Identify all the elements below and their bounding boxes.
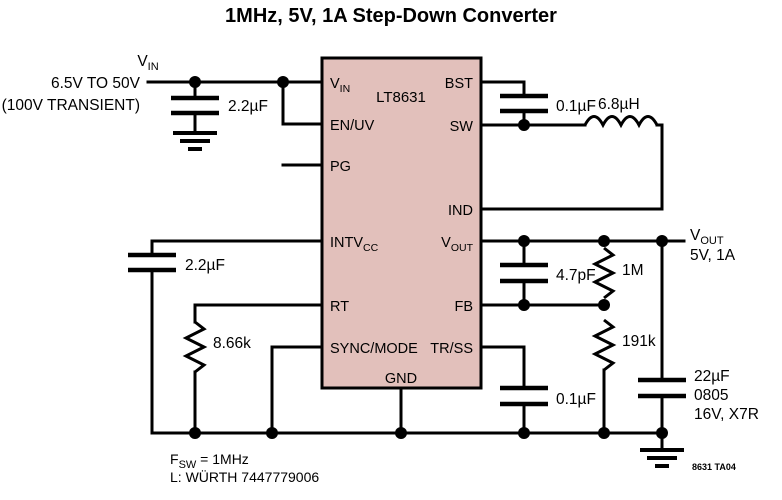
junction-dot (518, 427, 530, 439)
ic-body-lt8631 (320, 56, 483, 390)
capacitor-cintvcc (128, 239, 324, 435)
sync-mode-wiring (270, 345, 324, 435)
pin-label-bst: BST (445, 76, 473, 92)
capacitor-cbst-value-label: 0.1µF (556, 98, 596, 115)
input-rail-label: VIN (137, 53, 158, 73)
note-switching-frequency: FSW = 1MHz (170, 451, 249, 471)
capacitor-cff-value-label: 4.7pF (556, 267, 596, 284)
diagram-marker-label: 8631 TA04 (692, 462, 736, 472)
ic-part-number-label: LT8631 (376, 89, 426, 106)
junction-dot (598, 299, 610, 311)
junction-dot (598, 235, 610, 247)
pin-label-fb: FB (454, 299, 473, 315)
output-rating-label: 5V, 1A (690, 247, 736, 264)
pin-label-ind: IND (448, 203, 473, 219)
capacitor-cout-case-label: 0805 (694, 387, 728, 404)
resistor-rt (182, 303, 324, 435)
junction-dot (266, 427, 278, 439)
inductor-value-label: 6.8µH (598, 96, 640, 113)
capacitor-cout (638, 239, 686, 435)
capacitor-cff (500, 239, 548, 307)
page-title: 1MHz, 5V, 1A Step-Down Converter (225, 5, 557, 27)
resistor-fb-top-value-label: 1M (622, 262, 644, 279)
junction-dot (395, 427, 407, 439)
pin-label-rt: RT (330, 299, 349, 315)
resistor-fb-top (591, 246, 617, 300)
capacitor-cin-value-label: 2.2µF (228, 98, 268, 115)
capacitor-cin (171, 80, 219, 151)
junction-dot (189, 427, 201, 439)
output-rail-label: VOUT (690, 227, 724, 247)
pin-label-sync-mode: SYNC/MODE (330, 341, 418, 357)
vin-rail-wiring (146, 76, 324, 167)
pin-label-intvcc: INTVCC (330, 235, 379, 254)
pin-label-en-uv: EN/UV (330, 118, 375, 134)
ground-rail (150, 427, 684, 468)
resistor-fb-bottom-value-label: 191k (622, 333, 656, 350)
capacitor-css-value-label: 0.1µF (556, 391, 596, 408)
junction-dot (518, 119, 530, 131)
pin-label-pg: PG (330, 159, 351, 175)
pin-label-vin: VIN (330, 76, 350, 95)
bst-sw-inductor-wiring (479, 80, 664, 211)
capacitor-cout-rating-label: 16V, X7R (694, 406, 759, 423)
note-inductor-part: L: WÜRTH 7447779006 (170, 468, 319, 485)
pin-label-gnd: GND (385, 371, 417, 387)
input-transient-label: (100V TRANSIENT) (2, 97, 140, 114)
capacitor-cintvcc-value-label: 2.2µF (185, 257, 225, 274)
pin-label-sw: SW (450, 119, 474, 135)
vout-network-wiring (479, 235, 686, 311)
capacitor-css (479, 345, 548, 435)
input-voltage-range-label: 6.5V TO 50V (51, 75, 141, 92)
resistor-rt-value-label: 8.66k (213, 335, 251, 352)
pin-label-vout: VOUT (441, 235, 473, 254)
junction-dot (598, 427, 610, 439)
capacitor-cout-value-label: 22µF (694, 368, 730, 385)
pin-label-tr-ss: TR/SS (430, 341, 473, 357)
resistor-fb-bottom (591, 318, 617, 435)
